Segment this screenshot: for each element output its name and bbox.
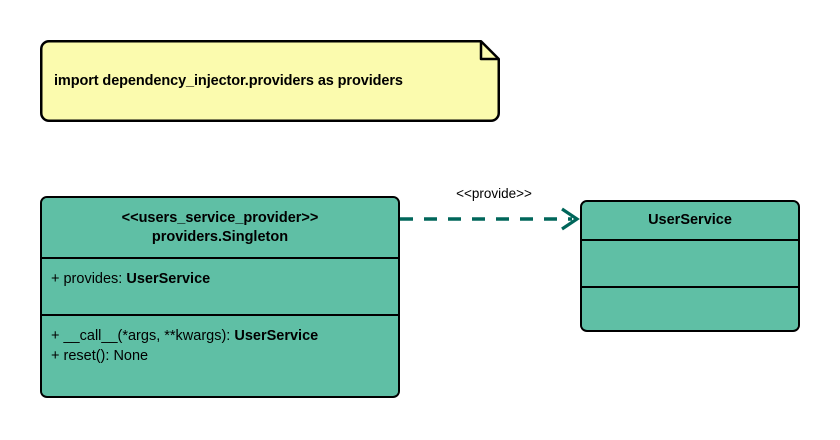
class-header-user-service: UserService xyxy=(582,202,798,239)
operation-return-type: UserService xyxy=(234,328,319,344)
class-operations-users-service-provider: + __call__(*args, **kwargs): UserService… xyxy=(42,314,398,395)
operation-row: + reset(): None xyxy=(51,346,389,366)
operation-label: + reset(): None xyxy=(51,348,149,364)
operation-label: + __call__(*args, **kwargs): xyxy=(51,328,235,344)
connector-arrow-icon xyxy=(400,207,580,231)
attribute-type: UserService xyxy=(126,271,211,287)
class-name: UserService xyxy=(648,212,732,228)
operation-row: + __call__(*args, **kwargs): UserService xyxy=(51,326,389,346)
connector-provide[interactable]: <<provide>> xyxy=(396,186,586,232)
class-box-users-service-provider[interactable]: <<users_service_provider>> providers.Sin… xyxy=(40,196,400,398)
class-attributes-users-service-provider: + provides: UserService xyxy=(42,257,398,314)
note-box[interactable]: import dependency_injector.providers as … xyxy=(40,40,500,122)
class-operations-user-service xyxy=(582,286,798,329)
class-attributes-user-service xyxy=(582,239,798,286)
class-stereotype: <<users_service_provider>> xyxy=(121,209,319,226)
connector-label: <<provide>> xyxy=(456,186,532,201)
note-text: import dependency_injector.providers as … xyxy=(54,73,403,89)
attribute-label: + provides: xyxy=(51,271,127,287)
note-shape xyxy=(40,40,500,122)
class-header-users-service-provider: <<users_service_provider>> providers.Sin… xyxy=(42,198,398,257)
attribute-row: + provides: UserService xyxy=(51,269,389,289)
class-box-user-service[interactable]: UserService xyxy=(580,200,800,332)
class-name: providers.Singleton xyxy=(151,228,289,245)
